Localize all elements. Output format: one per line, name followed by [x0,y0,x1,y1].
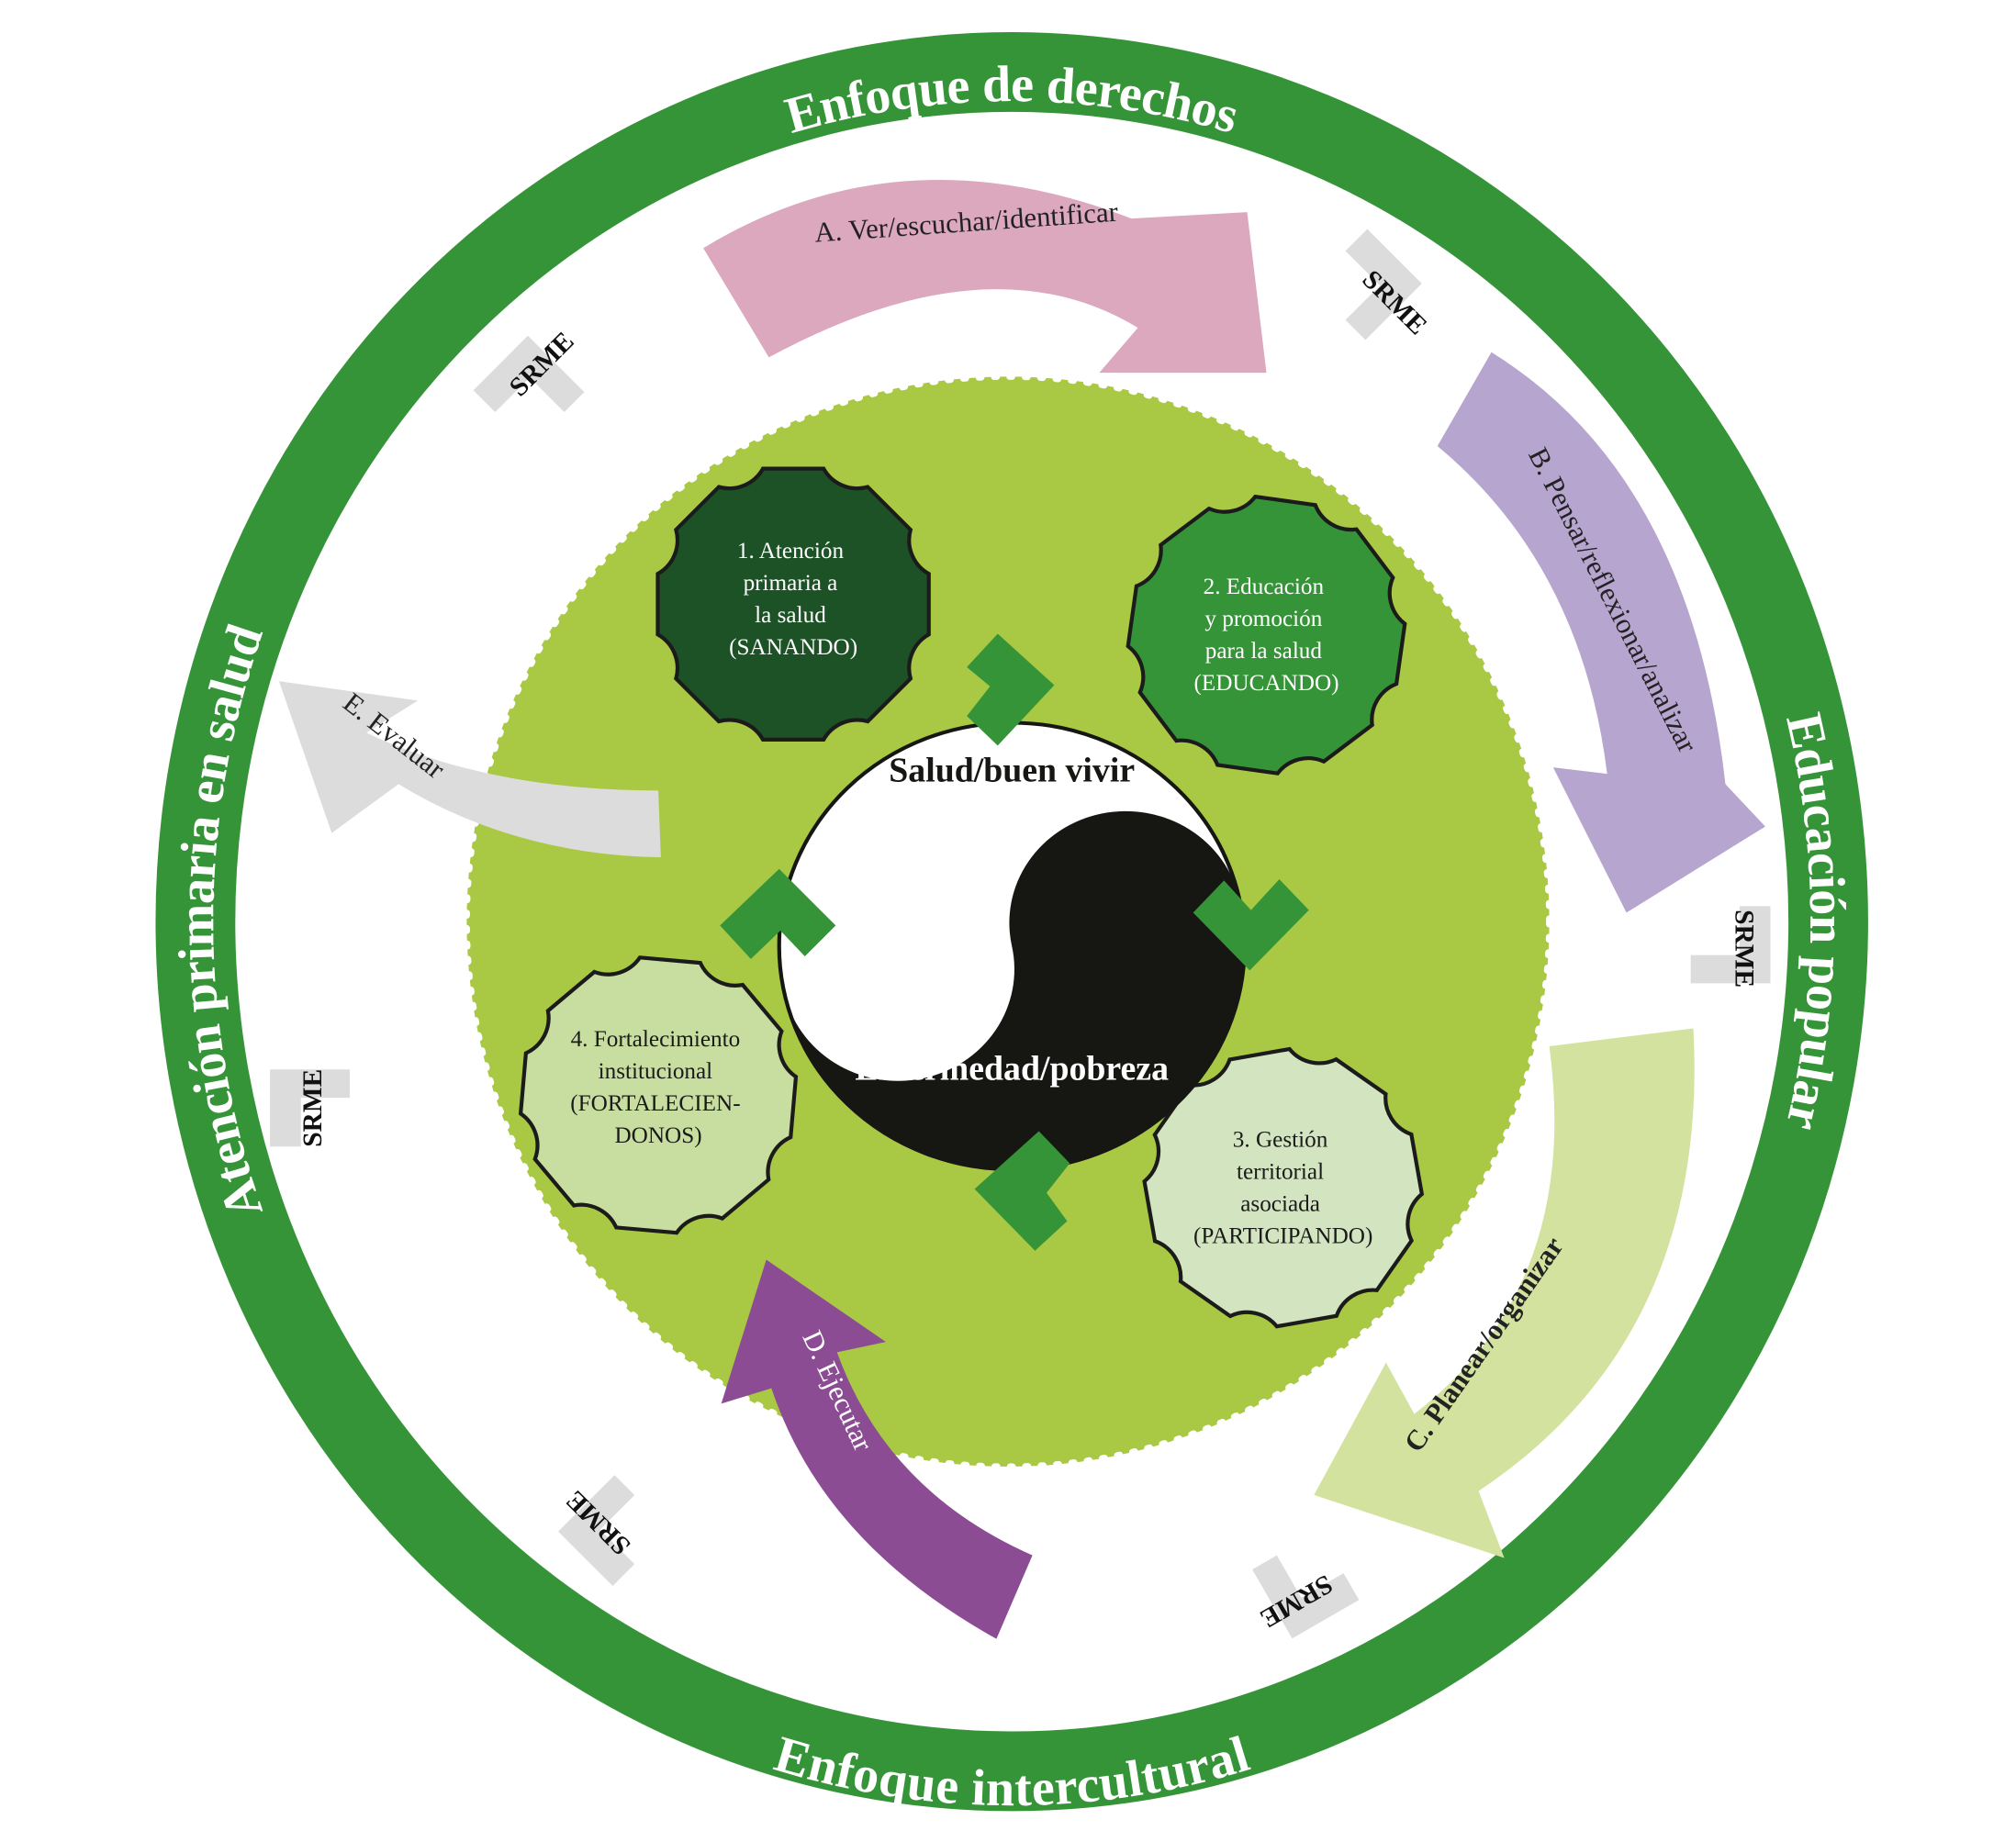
gear-icon [518,955,799,1235]
arrow-a-ver-escuchar [703,180,1267,374]
srme-label: SRME [1730,910,1759,988]
arrow-d-ejecutar [721,1259,1033,1639]
gear-1-line: (SANANDO) [729,635,857,660]
gear-icon [655,466,931,742]
yin-yang-bottom-label: Enfermedad/pobreza [855,1049,1169,1088]
gear-2-text: 2. Educación y promoción para la salud (… [1193,575,1338,696]
gear-2-line: y promoción [1204,607,1322,631]
gear-1-text: 1. Atención primaria a la salud (SANANDO… [729,539,857,660]
srme-tile-shape [558,1475,635,1587]
gear-3-line: asociada [1240,1191,1320,1216]
srme-tile-shape [1252,1555,1360,1639]
srme-tile-shape [270,1069,350,1147]
chevron-up-icon [720,868,836,959]
yin-yang-white-dot [861,892,926,955]
gear-4-line: 4. Fortalecimiento [571,1027,741,1052]
gear-2-line: para la salud [1205,639,1323,664]
gear-4-line: institucional [599,1059,713,1084]
gear-4-text: 4. Fortalecimiento institucional (FORTAL… [570,1027,746,1148]
gear-1-line: 1. Atención [737,539,845,564]
chevron-right-icon [967,633,1055,746]
gear-3-line: territorial [1237,1159,1324,1184]
chevron-left-icon [974,1131,1070,1251]
gear-1-line: primaria a [744,571,838,596]
shape-layer [155,32,1868,1812]
gear-2-line: 2. Educación [1204,575,1325,599]
yin-yang-symbol [777,720,1247,1172]
srme-label: SRME [298,1069,328,1147]
outer-ring-band [155,32,1868,1812]
gear-icon [1126,494,1407,776]
srme-tile-shape [1690,906,1771,984]
gear-icon [1142,1046,1425,1329]
arrow-c-planear-organizar [1314,1028,1695,1558]
chevron-down-icon [1193,878,1309,971]
gear-1-line: la salud [755,603,826,628]
gear-4-line: DONOS) [614,1123,701,1148]
srme-tile-shape [473,335,585,412]
gear-4-line: (FORTALECIEN- [570,1091,740,1116]
arrow-b-pensar-reflexionar [1437,352,1765,913]
srme-tile-shape [1345,229,1422,340]
yin-yang-black-dot [1095,890,1160,953]
gear-3-line: (PARTICIPANDO) [1193,1223,1372,1248]
yin-yang-top-label: Salud/buen vivir [889,752,1135,790]
arrow-e-evaluar [278,681,661,858]
gear-2-line: (EDUCANDO) [1193,671,1338,696]
gear-3-line: 3. Gestión [1233,1127,1328,1152]
gear-3-text: 3. Gestión territorial asociada (PARTICI… [1193,1127,1372,1248]
